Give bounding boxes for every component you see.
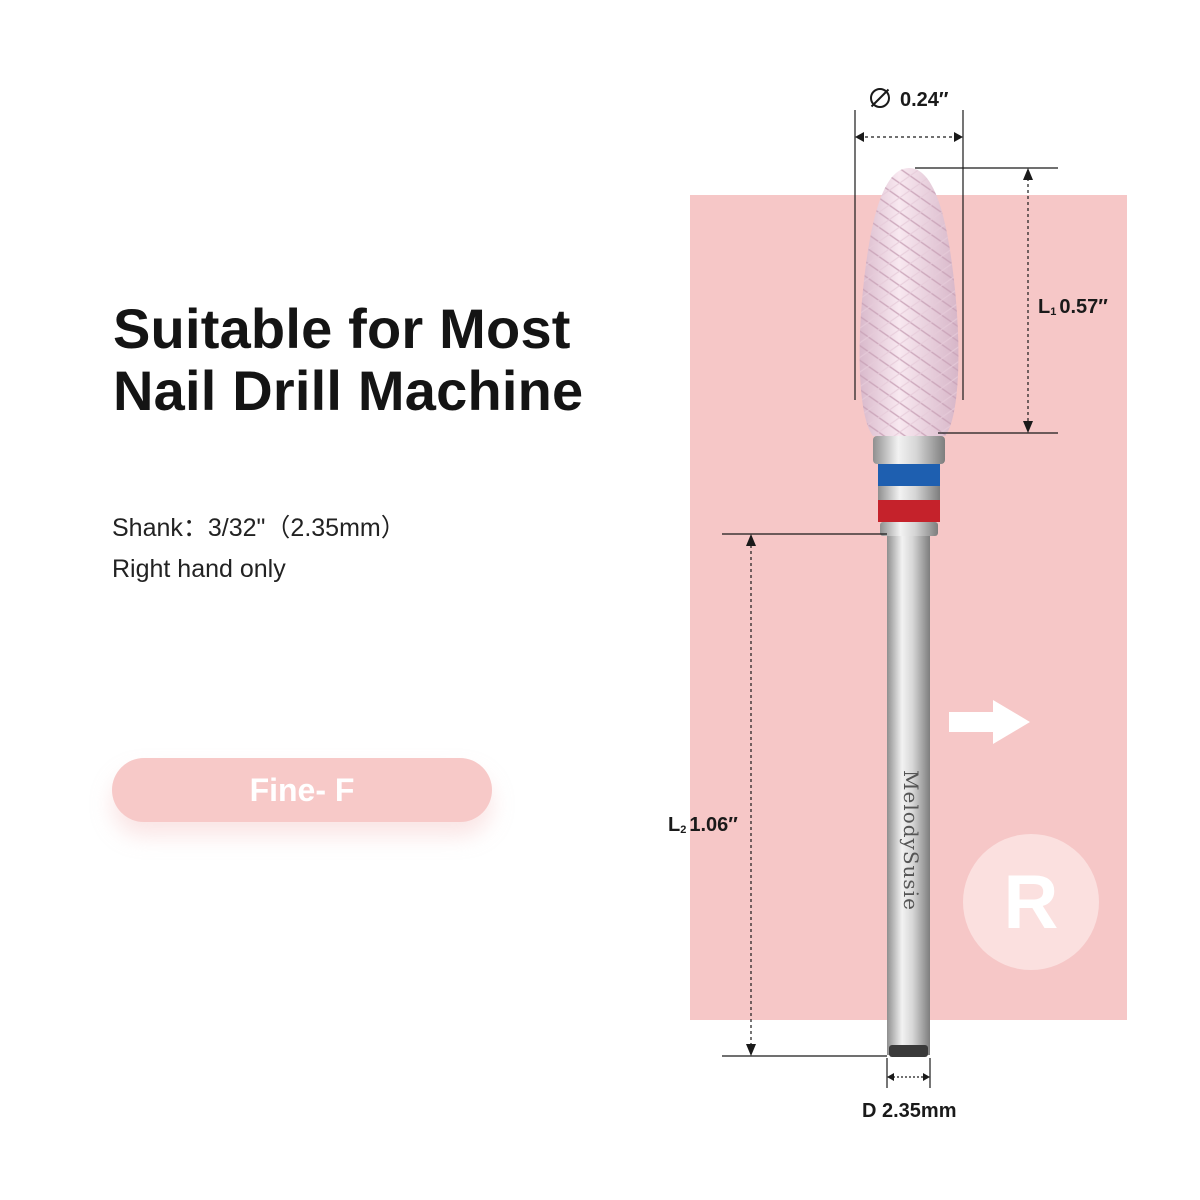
blue-band: [878, 464, 940, 486]
l1-value: 0.57″: [1059, 296, 1108, 318]
title-line-1: Suitable for Most: [113, 297, 571, 360]
grit-badge: Fine- F: [112, 758, 492, 822]
silver-band: [878, 486, 940, 500]
l1-subscript: 1: [1050, 306, 1057, 318]
bit-shank-tip: [889, 1045, 928, 1057]
l2-value: 1.06″: [689, 814, 738, 836]
diameter-value: 0.24″: [900, 89, 949, 111]
right-arrow-icon: [949, 700, 1030, 744]
hand-spec: Right hand only: [112, 555, 286, 583]
page-title: Suitable for Most Nail Drill Machine: [113, 298, 583, 422]
brand-engraving: MelodySusie: [899, 770, 923, 911]
right-hand-badge: R: [963, 834, 1099, 970]
title-line-2: Nail Drill Machine: [113, 359, 584, 422]
diameter-label: 0.24″: [870, 88, 949, 112]
l2-letter: L: [668, 814, 681, 836]
bit-shank: [887, 533, 930, 1055]
bit-collar-bottom: [880, 522, 938, 536]
bit-neck: [873, 436, 945, 464]
shank-spec: Shank：3/32"（2.35mm）: [112, 514, 406, 542]
shank-diameter-label: D 2.35mm: [862, 1100, 957, 1122]
diameter-icon: [870, 88, 890, 108]
l1-letter: L: [1038, 296, 1051, 318]
red-band: [878, 500, 940, 522]
l2-subscript: 2: [680, 824, 687, 836]
